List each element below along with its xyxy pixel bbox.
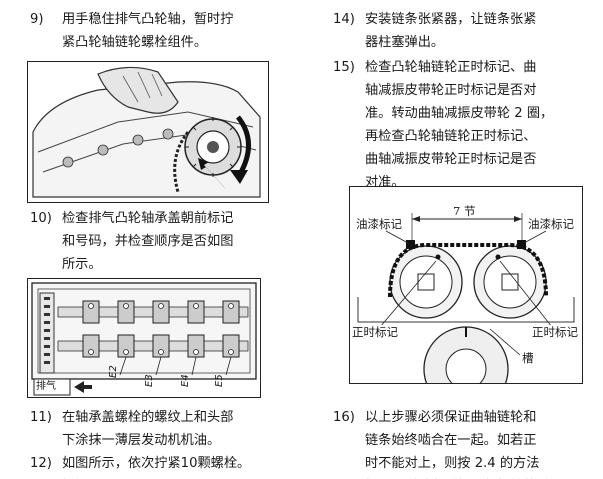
step-text: 检查排气凸轮轴承盖朝前标记 和号码，并检查顺序是否如图 所示。 [62, 211, 234, 272]
step-15: 15) 检查凸轮轴链轮正时标记、曲 轴减振皮带轮正时标记是否对 准。转动曲轴减振… [333, 56, 595, 194]
label-slot: 槽 [522, 351, 534, 365]
step-text: 用手稳住排气凸轮轴，暂时拧 紧凸轮轴链轮螺栓组件。 [62, 12, 234, 50]
step-number: 16) [333, 410, 355, 425]
label-links: 7 节 [453, 204, 476, 218]
step-text: 检查凸轮轴链轮正时标记、曲 轴减振皮带轮正时标记是否对 准。转动曲轴减振皮带轮 … [365, 60, 554, 190]
step-text: 如图所示，依次拧紧10颗螺栓。 扭矩： [62, 456, 251, 471]
step-text: 以上步骤必须保证曲轴链轮和 链条始终啮合在一起。如若正 时不能对上，则按 2.4… [365, 410, 540, 471]
cap-label-e4: E4 [180, 374, 191, 387]
cap-label-e3: E3 [144, 374, 155, 387]
label-paint-right: 油漆标记 [528, 217, 574, 231]
step-number: 10) [30, 211, 52, 226]
step-11: 11) 在轴承盖螺栓的螺纹上和头部 下涂抹一薄层发动机机油。 [30, 406, 280, 454]
step-text: 在轴承盖螺栓的螺纹上和头部 下涂抹一薄层发动机机油。 [62, 410, 234, 448]
step-number: 15) [333, 60, 355, 75]
label-timing-right: 正时标记 [532, 325, 578, 339]
step-number: 9) [30, 12, 44, 27]
step-number: 12) [30, 456, 52, 471]
step-14: 14) 安装链条张紧器，让链条张紧 器柱塞弹出。 [333, 8, 595, 56]
label-timing-left: 正时标记 [352, 325, 398, 339]
figure-bearing-caps: 排气 E2 E3 E4 E5 [27, 278, 261, 398]
step-10: 10) 检查排气凸轮轴承盖朝前标记 和号码，并检查顺序是否如图 所示。 [30, 207, 280, 277]
figure-camshaft-sprocket [27, 61, 269, 203]
step-16: 16) 以上步骤必须保证曲轴链轮和 链条始终啮合在一起。如若正 时不能对上，则按… [333, 406, 595, 479]
label-paint-left: 油漆标记 [356, 217, 402, 231]
cap-label-e2: E2 [108, 365, 119, 378]
step-number: 14) [333, 12, 355, 27]
front-label: 排气 [36, 381, 56, 392]
cap-label-e5: E5 [214, 374, 225, 387]
figure-timing-marks: 油漆标记 7 节 油漆标记 正时标记 正时标记 槽 [349, 186, 583, 384]
step-12: 12) 如图所示，依次拧紧10颗螺栓。 扭矩： [30, 452, 280, 479]
step-9: 9) 用手稳住排气凸轮轴，暂时拧 紧凸轮轴链轮螺栓组件。 [30, 8, 280, 56]
step-text: 安装链条张紧器，让链条张紧 器柱塞弹出。 [365, 12, 537, 50]
step-number: 11) [30, 410, 52, 425]
